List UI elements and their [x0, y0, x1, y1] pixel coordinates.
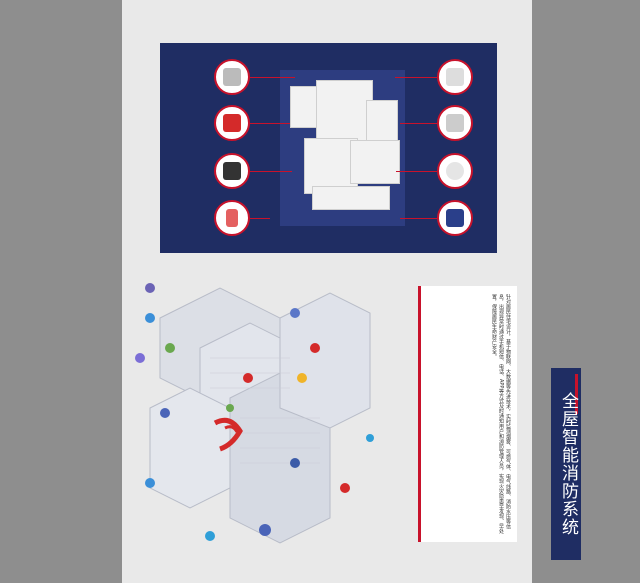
connector-line: [400, 218, 437, 219]
floor-plan-panel: [160, 43, 497, 253]
right-margin: [532, 0, 640, 583]
connector-line: [396, 171, 437, 172]
description-card: 针对居民住宅设计，基于物联网、大数据等先进技术，实时监测烟雾、可燃气体、电气线路…: [418, 286, 517, 542]
title-accent: [575, 374, 578, 414]
combustible-gas-detector-icon: [214, 59, 250, 95]
smoke-detector-icon: [437, 153, 473, 189]
connector-line: [400, 123, 437, 124]
page-title: 全屋智能消防系统: [558, 392, 578, 536]
connector-line: [250, 123, 290, 124]
title-bar: 全屋智能消防系统: [551, 368, 581, 560]
mobile-app-icon: [214, 200, 250, 236]
control-panel-icon: [437, 200, 473, 236]
sprinkler-icon: [437, 105, 473, 141]
description-text: 针对居民住宅设计，基于物联网、大数据等先进技术，实时监测烟雾、可燃气体、电气线路…: [491, 294, 511, 534]
room: [316, 80, 373, 144]
gas-valve-icon: [437, 59, 473, 95]
room: [366, 100, 398, 144]
connector-line: [395, 77, 437, 78]
room: [350, 140, 400, 184]
connector-line: [250, 77, 295, 78]
connector-line: [250, 171, 292, 172]
floor-plan-backdrop: [280, 70, 405, 226]
connector-line: [250, 218, 270, 219]
room: [312, 186, 390, 210]
smart-city-illustration: [135, 283, 374, 544]
left-margin: [0, 0, 122, 583]
fire-alarm-box-icon: [214, 105, 250, 141]
smart-socket-icon: [214, 153, 250, 189]
